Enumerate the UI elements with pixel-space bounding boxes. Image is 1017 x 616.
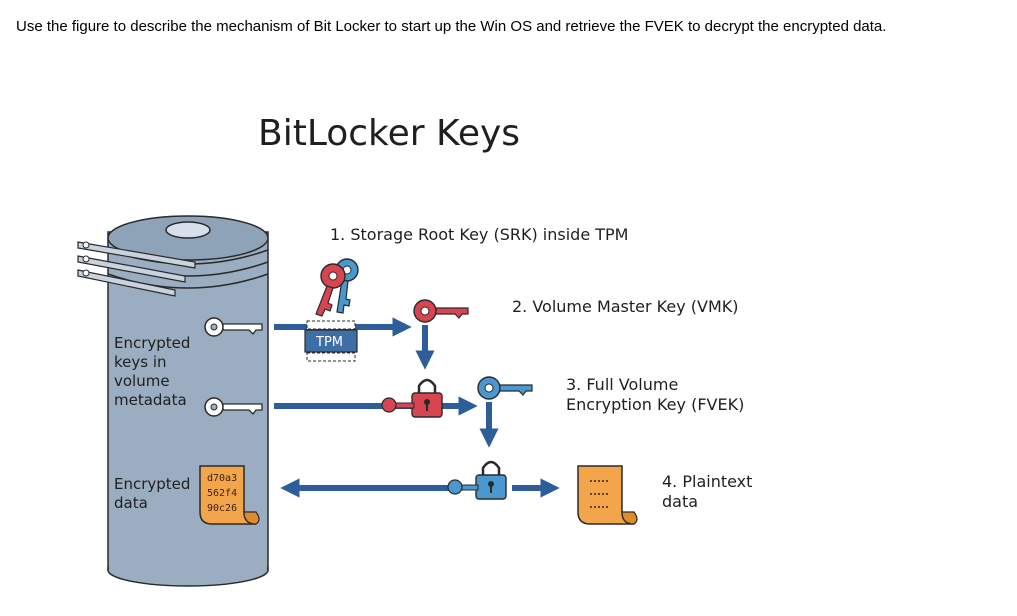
drive-label-data: Encrypted data [114, 475, 195, 512]
encrypted-key-2-icon [204, 397, 263, 417]
step-3-label: 3. Full Volume Encryption Key (FVEK) [566, 375, 744, 414]
tpm-chip: TPM [304, 320, 358, 362]
tpm-label: TPM [315, 335, 343, 350]
srk-keys-icon [315, 258, 359, 317]
drive-label-metadata: Encrypted keys in volume metadata [114, 334, 195, 409]
step-2-label: 2. Volume Master Key (VMK) [512, 297, 739, 316]
diagram-title: BitLocker Keys [258, 113, 520, 154]
encrypted-data-scroll-icon [199, 465, 260, 525]
vmk-unlock-icon [381, 378, 443, 418]
question-text: Use the figure to describe the mechanism… [16, 18, 887, 35]
cipher-text: d70a3 562f4 90c26 [207, 473, 243, 514]
fvek-key-icon [477, 376, 533, 400]
fvek-unlock-icon [447, 460, 507, 500]
step-4-label: 4. Plaintext data [662, 472, 758, 511]
step-1-label: 1. Storage Root Key (SRK) inside TPM [330, 225, 628, 244]
encrypted-key-1-icon [204, 317, 263, 337]
vmk-key-icon [413, 299, 469, 323]
plaintext-scroll-icon [577, 465, 638, 525]
disk-arm [77, 241, 196, 297]
